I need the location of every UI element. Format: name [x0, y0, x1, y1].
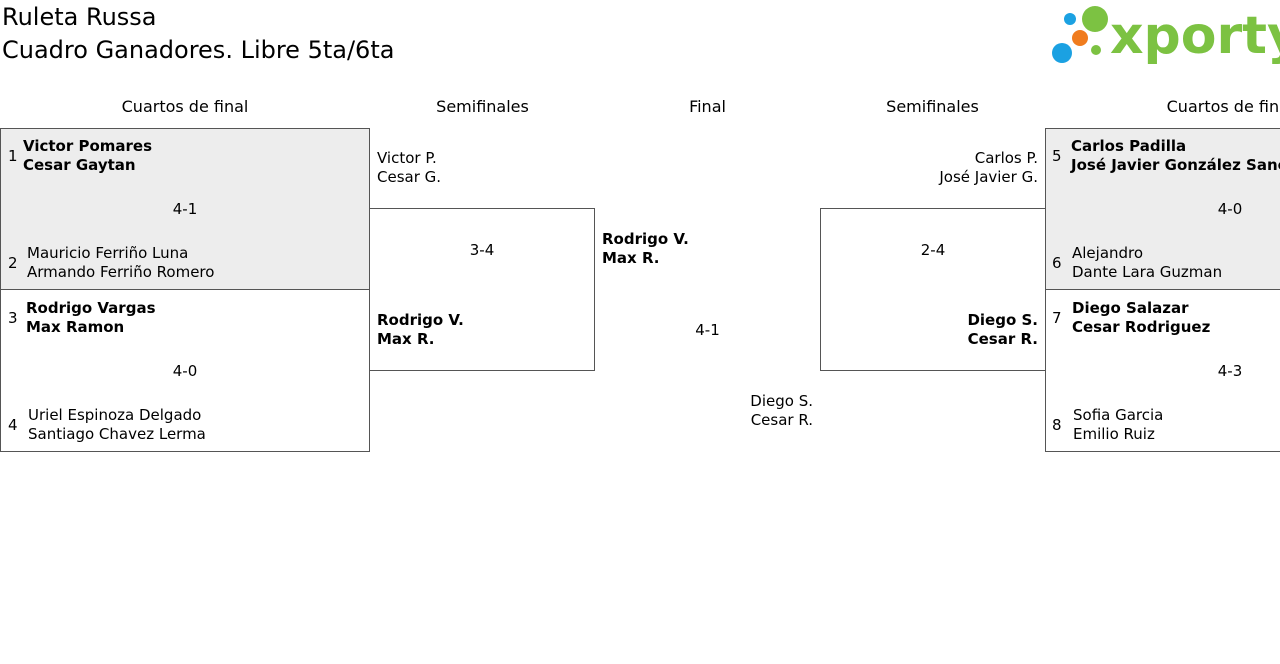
match-score: 2-4 [920, 241, 946, 259]
player-name: Rodrigo Vargas [26, 299, 156, 317]
seed-number: 8 [1052, 416, 1062, 434]
match-score: 4-0 [1217, 200, 1243, 218]
player-name: Uriel Espinoza Delgado [28, 406, 202, 424]
round-header-right-sf: Semifinales [886, 97, 979, 116]
team-bottom: Uriel Espinoza Delgado Santiago Chavez L… [28, 406, 206, 444]
team-top-winner: Diego Salazar Cesar Rodriguez [1072, 299, 1210, 337]
player-name: Victor Pomares [23, 137, 153, 155]
player-name: Armando Ferriño Romero [27, 263, 215, 281]
team-bottom: Alejandro Dante Lara Guzman [1072, 244, 1222, 282]
match-right-qf-1[interactable]: 5 Carlos Padilla José Javier González Sa… [1045, 128, 1280, 290]
round-header-left-qf: Cuartos de final [121, 97, 249, 116]
player-name: Emilio Ruiz [1073, 425, 1155, 443]
player-name: Cesar G. [377, 168, 442, 186]
final-team-bottom[interactable]: Diego S. Cesar R. [700, 392, 813, 430]
left-sf-team-top[interactable]: Victor P. Cesar G. [377, 149, 441, 187]
match-left-qf-1[interactable]: 1 Victor Pomares Cesar Gaytan 4-1 2 Maur… [0, 128, 370, 290]
seed-number: 5 [1052, 147, 1062, 165]
tournament-title: Ruleta Russa [2, 3, 157, 31]
seed-number: 1 [8, 147, 18, 165]
match-score: 4-0 [172, 362, 198, 380]
player-name: José Javier González Sanchez [1071, 156, 1280, 174]
team-bottom: Sofia Garcia Emilio Ruiz [1073, 406, 1163, 444]
team-top-winner: Carlos Padilla José Javier González Sanc… [1071, 137, 1280, 175]
round-header-final: Final [689, 97, 726, 116]
player-name: Carlos Padilla [1071, 137, 1187, 155]
round-header-left-sf: Semifinales [436, 97, 529, 116]
player-name: Cesar R. [750, 411, 813, 429]
final-score: 4-1 [695, 321, 720, 339]
player-name: Max R. [377, 330, 435, 348]
player-name: Max Ramon [26, 318, 125, 336]
player-name: Dante Lara Guzman [1072, 263, 1223, 281]
player-name: Max R. [602, 249, 660, 267]
player-name: Cesar Rodriguez [1072, 318, 1211, 336]
player-name: Rodrigo V. [377, 311, 464, 329]
seed-number: 7 [1052, 309, 1062, 327]
player-name: Diego S. [967, 311, 1038, 329]
match-right-qf-2[interactable]: 7 Diego Salazar Cesar Rodriguez 4-3 8 So… [1045, 289, 1280, 452]
player-name: Carlos P. [974, 149, 1038, 167]
player-name: Cesar R. [967, 330, 1038, 348]
team-top-winner: Victor Pomares Cesar Gaytan [23, 137, 152, 175]
bracket-subtitle: Cuadro Ganadores. Libre 5ta/6ta [2, 36, 395, 64]
team-bottom-winner: Diego S. Cesar R. [861, 311, 1038, 349]
player-name: Sofia Garcia [1073, 406, 1164, 424]
final-team-top-winner[interactable]: Rodrigo V. Max R. [602, 230, 689, 268]
player-name: José Javier G. [939, 168, 1038, 186]
seed-number: 2 [8, 254, 18, 272]
player-name: Rodrigo V. [602, 230, 689, 248]
seed-number: 3 [8, 309, 18, 327]
match-score: 3-4 [469, 241, 495, 259]
match-right-sf[interactable]: 2-4 Diego S. Cesar R. [820, 208, 1046, 371]
xporty-logo[interactable]: xporty [1050, 4, 1280, 68]
player-name: Santiago Chavez Lerma [28, 425, 206, 443]
logo-dots-icon [1052, 6, 1108, 63]
match-score: 4-1 [172, 200, 198, 218]
right-sf-team-top[interactable]: Carlos P. José Javier G. [860, 149, 1038, 187]
match-score: 4-3 [1217, 362, 1243, 380]
player-name: Alejandro [1072, 244, 1144, 262]
player-name: Cesar Gaytan [23, 156, 136, 174]
player-name: Mauricio Ferriño Luna [27, 244, 189, 262]
player-name: Victor P. [377, 149, 437, 167]
team-top-winner: Rodrigo Vargas Max Ramon [26, 299, 156, 337]
seed-number: 6 [1052, 254, 1062, 272]
logo-wordmark: xporty [1110, 6, 1280, 66]
team-bottom-winner: Rodrigo V. Max R. [377, 311, 464, 349]
match-left-sf[interactable]: 3-4 Rodrigo V. Max R. [369, 208, 595, 371]
player-name: Diego S. [750, 392, 813, 410]
team-bottom: Mauricio Ferriño Luna Armando Ferriño Ro… [27, 244, 214, 282]
player-name: Diego Salazar [1072, 299, 1189, 317]
seed-number: 4 [8, 416, 18, 434]
round-header-right-qf: Cuartos de final [1166, 97, 1280, 116]
match-left-qf-2[interactable]: 3 Rodrigo Vargas Max Ramon 4-0 4 Uriel E… [0, 289, 370, 452]
